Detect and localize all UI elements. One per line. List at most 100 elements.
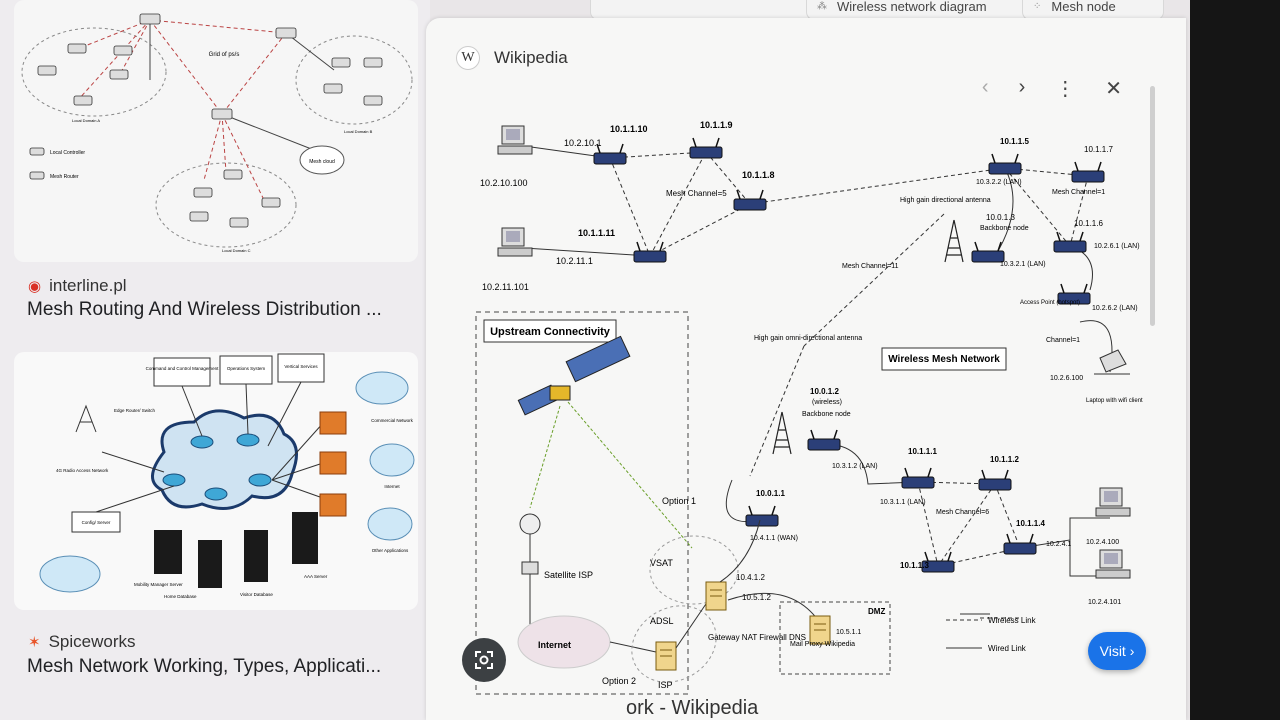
mesh-cloud-label: Mesh cloud xyxy=(309,159,335,165)
backbone-3-lan: 10.3.2.1 (LAN) xyxy=(1000,261,1046,268)
next-arrow-icon[interactable]: › xyxy=(1018,76,1026,98)
related-chip-mesh-node[interactable]: ⁘ Mesh node xyxy=(1022,0,1164,20)
more-options-icon[interactable]: ⋮ xyxy=(1055,78,1076,100)
related-chip-wireless[interactable]: ⁂ Wireless network diagram xyxy=(806,0,1028,20)
mail-proxy-label: Mail Proxy Wikipedia xyxy=(790,641,855,648)
results-column: Mesh cloud Grid of ps/s Local Domain A L… xyxy=(0,0,430,720)
satellite-icon xyxy=(517,335,631,416)
router-5-ip: 10.1.1.5 xyxy=(1000,137,1029,146)
router-icon xyxy=(733,189,767,211)
close-icon[interactable]: ✕ xyxy=(1105,78,1122,100)
access-point-label: Access Point (hotspot) xyxy=(1020,300,1080,306)
edge-label: Edge Router/ Switch xyxy=(114,408,156,413)
mesh-channel-11-label: Mesh Channel=11 xyxy=(842,263,899,270)
router-6-lan: 10.2.6.1 (LAN) xyxy=(1094,243,1140,250)
result-source-label: interline.pl xyxy=(49,276,127,295)
router-1-ip: 10.1.1.1 xyxy=(908,447,937,456)
wireless-mesh-network-label: Wireless Mesh Network xyxy=(888,354,1000,365)
backbone-2-ip: 10.0.1.2 xyxy=(810,387,839,396)
router-3-ip: 10.1.1.3 xyxy=(900,561,929,570)
router-4-ip: 10.1.1.4 xyxy=(1016,519,1045,528)
channel-1-label: Channel=1 xyxy=(1046,337,1080,344)
lens-icon xyxy=(475,651,493,669)
pc1-if-ip: 10.2.10.1 xyxy=(564,138,602,148)
visit-button[interactable]: Visit › xyxy=(1088,632,1146,670)
apps-label: Other Applications xyxy=(372,548,409,553)
router-5-lan: 10.3.2.2 (LAN) xyxy=(976,179,1022,186)
laptop-icon xyxy=(1094,349,1130,375)
screen-bezel xyxy=(1190,0,1280,720)
router-icon xyxy=(1003,533,1037,555)
grid-label: Grid of ps/s xyxy=(209,52,240,58)
option-2-label: Option 2 xyxy=(602,676,636,686)
wireless-mesh-network-diagram[interactable]: Upstream Connectivity Wireless Mesh Netw… xyxy=(460,96,1160,706)
mesh-channel-label: Mesh Channel=1 xyxy=(1052,189,1105,196)
panel-source[interactable]: W Wikipedia xyxy=(456,46,568,70)
router-8-ip: 10.1.1.8 xyxy=(742,170,775,180)
vertical-label: Vertical Services xyxy=(284,364,318,369)
backbone-2-wireless: (wireless) xyxy=(812,399,842,406)
isp-server-icon xyxy=(655,641,677,671)
access-point-lan: 10.2.6.2 (LAN) xyxy=(1092,305,1138,312)
c2-label: Command and Control Management xyxy=(146,366,220,371)
router-icon xyxy=(807,429,841,451)
chip-label: Mesh node xyxy=(1051,0,1116,14)
router-1-lan: 10.3.1.1 (LAN) xyxy=(880,499,926,506)
adsl-label: ADSL xyxy=(650,616,674,626)
antenna-tower-icon xyxy=(772,411,792,455)
related-chip-empty[interactable] xyxy=(590,0,812,20)
option-1-label: Option 1 xyxy=(662,496,696,506)
router-icon xyxy=(971,241,1005,263)
commercial-label: Commercial Network xyxy=(371,418,414,423)
router-icon xyxy=(633,241,667,263)
radio-label: 4G Radio Access Network xyxy=(56,468,109,473)
legend-router: Mesh Router xyxy=(50,174,79,180)
server-pc-icon xyxy=(1095,549,1131,579)
lens-button[interactable] xyxy=(462,638,506,682)
laptop-label: Laptop with wifi client xyxy=(1086,398,1143,404)
pc2-ip: 10.2.11.101 xyxy=(482,282,529,292)
domain-c-label: Local Domain C xyxy=(222,248,251,253)
gateway-ip-2: 10.5.1.2 xyxy=(742,593,771,602)
router-icon xyxy=(901,467,935,489)
result-title-1[interactable]: Mesh Routing And Wireless Distribution .… xyxy=(27,299,382,320)
router-7-ip: 10.1.1.7 xyxy=(1084,145,1113,154)
upstream-connectivity-label: Upstream Connectivity xyxy=(490,326,611,338)
vsat-label: VSAT xyxy=(650,558,673,568)
image-preview-panel: W Wikipedia ‹ › ⋮ ✕ xyxy=(426,18,1186,720)
result-title-2[interactable]: Mesh Network Working, Types, Applicati..… xyxy=(27,656,382,677)
router-icon xyxy=(745,505,779,527)
result-thumbnail-2[interactable]: Command and Control Management Operation… xyxy=(14,352,418,610)
result-source-1[interactable]: ◉ interline.pl xyxy=(28,276,127,296)
router-icon xyxy=(988,153,1022,175)
panel-image-caption[interactable]: ork - Wikipedia xyxy=(626,697,759,719)
mail-ip: 10.5.1.1 xyxy=(836,629,861,636)
prev-arrow-icon[interactable]: ‹ xyxy=(981,76,989,98)
gateway-server-icon xyxy=(705,581,727,611)
satellite-isp-label: Satellite ISP xyxy=(544,570,593,580)
config-label: Config/ Server xyxy=(82,520,111,525)
panel-site-name: Wikipedia xyxy=(494,48,568,67)
chip-label: Wireless network diagram xyxy=(837,0,987,14)
result-source-2[interactable]: ✶ Spiceworks xyxy=(28,632,136,652)
hg-omni-label: High gain omni-directional antenna xyxy=(754,335,862,342)
pc1-ip: 10.2.10.100 xyxy=(480,178,528,188)
laptop-ip: 10.2.6.100 xyxy=(1050,375,1083,382)
pc2-if-ip: 10.2.11.1 xyxy=(556,256,593,266)
legend-controller: Local Controller xyxy=(50,150,85,156)
visitor-db-label: Visitor Database xyxy=(240,592,273,597)
router-icon xyxy=(1071,161,1105,183)
mail-server-icon xyxy=(809,615,831,645)
domain-a-label: Local Domain A xyxy=(72,118,100,123)
result-thumbnail-1[interactable]: Mesh cloud Grid of ps/s Local Domain A L… xyxy=(14,0,418,262)
mesh-network-diagram: Command and Control Management Operation… xyxy=(39,353,415,599)
mesh-channel-5-label: Mesh Channel=5 xyxy=(666,189,727,198)
server-101-ip: 10.2.4.101 xyxy=(1088,599,1121,606)
panel-scrollbar[interactable] xyxy=(1150,86,1155,326)
gateway-router-ip: 10.0.1.1 xyxy=(756,489,785,498)
aaa-label: AAA Server xyxy=(304,574,328,579)
mesh-channel-6-label: Mesh Channel=6 xyxy=(936,509,989,516)
gateway-ip-1: 10.4.1.2 xyxy=(736,573,765,582)
mobility-label: Mobility Manager Server xyxy=(134,582,183,587)
spiceworks-icon: ✶ xyxy=(28,634,41,651)
